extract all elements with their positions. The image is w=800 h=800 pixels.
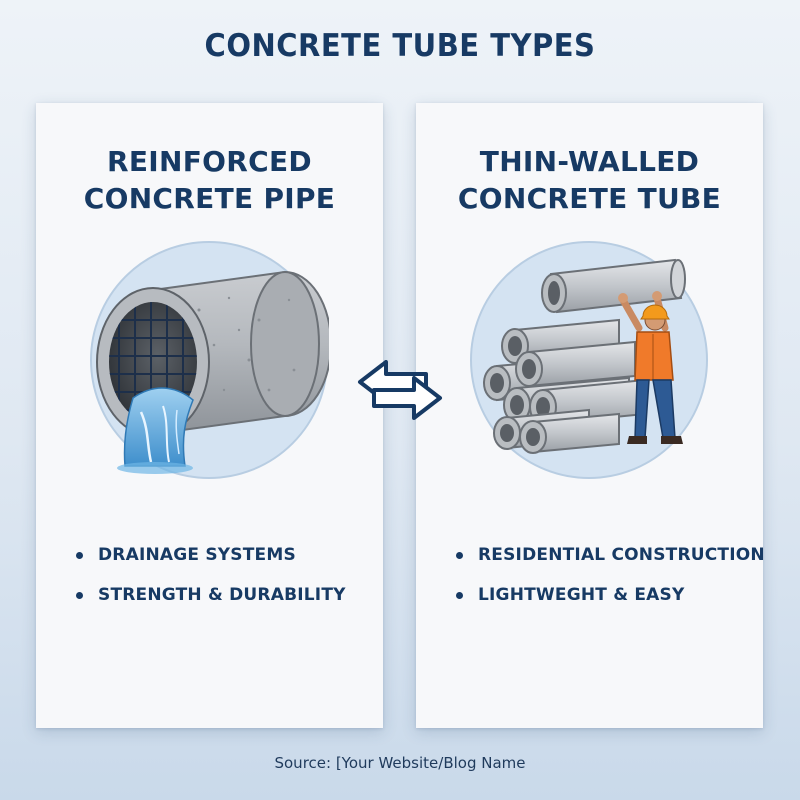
feature-label: DRAINAGE SYSTEMS bbox=[98, 545, 296, 565]
card-title-line2: CONCRETE TUBE bbox=[457, 182, 722, 215]
source-credit: Source: [Your Website/Blog Name bbox=[274, 754, 526, 772]
bullet-icon bbox=[456, 592, 463, 599]
thin-walled-tube-card: THIN-WALLED CONCRETE TUBE bbox=[416, 103, 765, 728]
page-title: CONCRETE TUBE TYPES bbox=[204, 26, 596, 64]
thin-walled-tube-card-title: THIN-WALLED CONCRETE TUBE bbox=[416, 143, 763, 217]
card-title-line1: REINFORCED bbox=[107, 145, 312, 178]
bullet-icon bbox=[456, 552, 463, 559]
bullet-icon bbox=[76, 552, 83, 559]
list-item: RESIDENTIAL CONSTRUCTION bbox=[446, 539, 765, 579]
thin-walled-tube-features: RESIDENTIAL CONSTRUCTION LIGHTWEGHT & EA… bbox=[446, 539, 765, 619]
reinforced-pipe-features: DRAINAGE SYSTEMS STRENGTH & DURABILITY bbox=[66, 539, 346, 619]
reinforced-pipe-card: REINFORCED CONCRETE PIPE bbox=[36, 103, 383, 728]
feature-label: LIGHTWEGHT & EASY bbox=[478, 585, 685, 605]
feature-label: STRENGTH & DURABILITY bbox=[98, 585, 346, 605]
reinforced-pipe-card-title: REINFORCED CONCRETE PIPE bbox=[36, 143, 383, 217]
bullet-icon bbox=[76, 592, 83, 599]
list-item: DRAINAGE SYSTEMS bbox=[66, 539, 346, 579]
reinforced-pipe-with-water-icon bbox=[89, 240, 329, 480]
stacked-tubes-with-worker-icon bbox=[469, 240, 709, 480]
list-item: STRENGTH & DURABILITY bbox=[66, 579, 346, 619]
bidirectional-arrows-icon bbox=[356, 360, 444, 420]
list-item: LIGHTWEGHT & EASY bbox=[446, 579, 765, 619]
feature-label: RESIDENTIAL CONSTRUCTION bbox=[478, 545, 765, 565]
card-title-line2: CONCRETE PIPE bbox=[83, 182, 336, 215]
card-title-line1: THIN-WALLED bbox=[479, 145, 700, 178]
